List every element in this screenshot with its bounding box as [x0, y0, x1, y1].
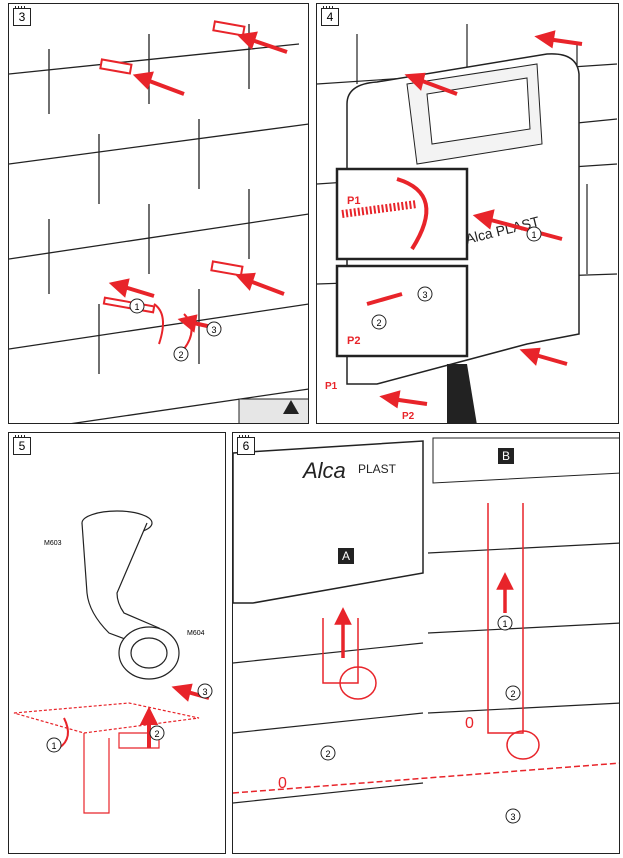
label-p1: P1 — [347, 195, 360, 207]
step-5-panel: 5 M603 M604 1 2 3 — [8, 432, 226, 854]
callout-3: 3 — [422, 290, 427, 300]
callout-2: 2 — [178, 350, 183, 360]
part-label-m603: M603 — [44, 540, 62, 547]
callout-3: 3 — [510, 812, 515, 822]
wall-plugs-illustration: 1 2 3 — [9, 20, 308, 423]
detail-inset-p2 — [335, 264, 469, 358]
arrow-label-p1: P1 — [325, 381, 338, 392]
callout-1: 1 — [51, 741, 56, 751]
arrow-label-p2: P2 — [402, 411, 415, 422]
zero-mark-a: 0 — [278, 775, 287, 792]
zero-mark-b: 0 — [465, 715, 474, 732]
step-3-panel: 3 1 2 3 — [8, 3, 309, 424]
drain-elbow-illustration: M603 M604 1 2 3 — [13, 510, 213, 814]
callout-1: 1 — [502, 619, 507, 629]
callout-1: 1 — [134, 302, 139, 312]
callout-2-a: 2 — [325, 749, 330, 759]
callout-3: 3 — [211, 325, 216, 335]
step-number: 3 — [13, 6, 31, 26]
step-number: 4 — [321, 6, 339, 26]
variant-label-a: A — [342, 549, 350, 563]
callout-3: 3 — [202, 687, 207, 697]
step-number: 6 — [237, 435, 255, 455]
brand-logo-suffix: PLAST — [358, 462, 397, 476]
variant-label-b: B — [502, 449, 510, 463]
callout-2: 2 — [376, 318, 381, 328]
frame-mounting-illustration: P1 P2 Alca PLAST P1 P2 1 2 3 — [317, 24, 618, 423]
variant-badge-a — [338, 548, 354, 564]
variant-badge-b — [498, 448, 514, 464]
step-6-panel: 6 Alca PLAST A B 0 0 1 2 2 3 — [232, 432, 620, 854]
callout-1: 1 — [531, 230, 536, 240]
label-p2: P2 — [347, 335, 360, 347]
brand-logo: Alca — [301, 458, 346, 483]
callout-2: 2 — [154, 729, 159, 739]
step-4-panel: 4 P1 P2 Alca PLAST P1 P2 1 2 3 — [316, 3, 619, 424]
part-label-m604: M604 — [187, 630, 205, 637]
step-number: 5 — [13, 435, 31, 455]
wall-plugs — [99, 20, 246, 314]
drain-variants-illustration: Alca PLAST A B 0 0 1 2 2 3 — [233, 437, 619, 824]
callout-2-b: 2 — [510, 689, 515, 699]
